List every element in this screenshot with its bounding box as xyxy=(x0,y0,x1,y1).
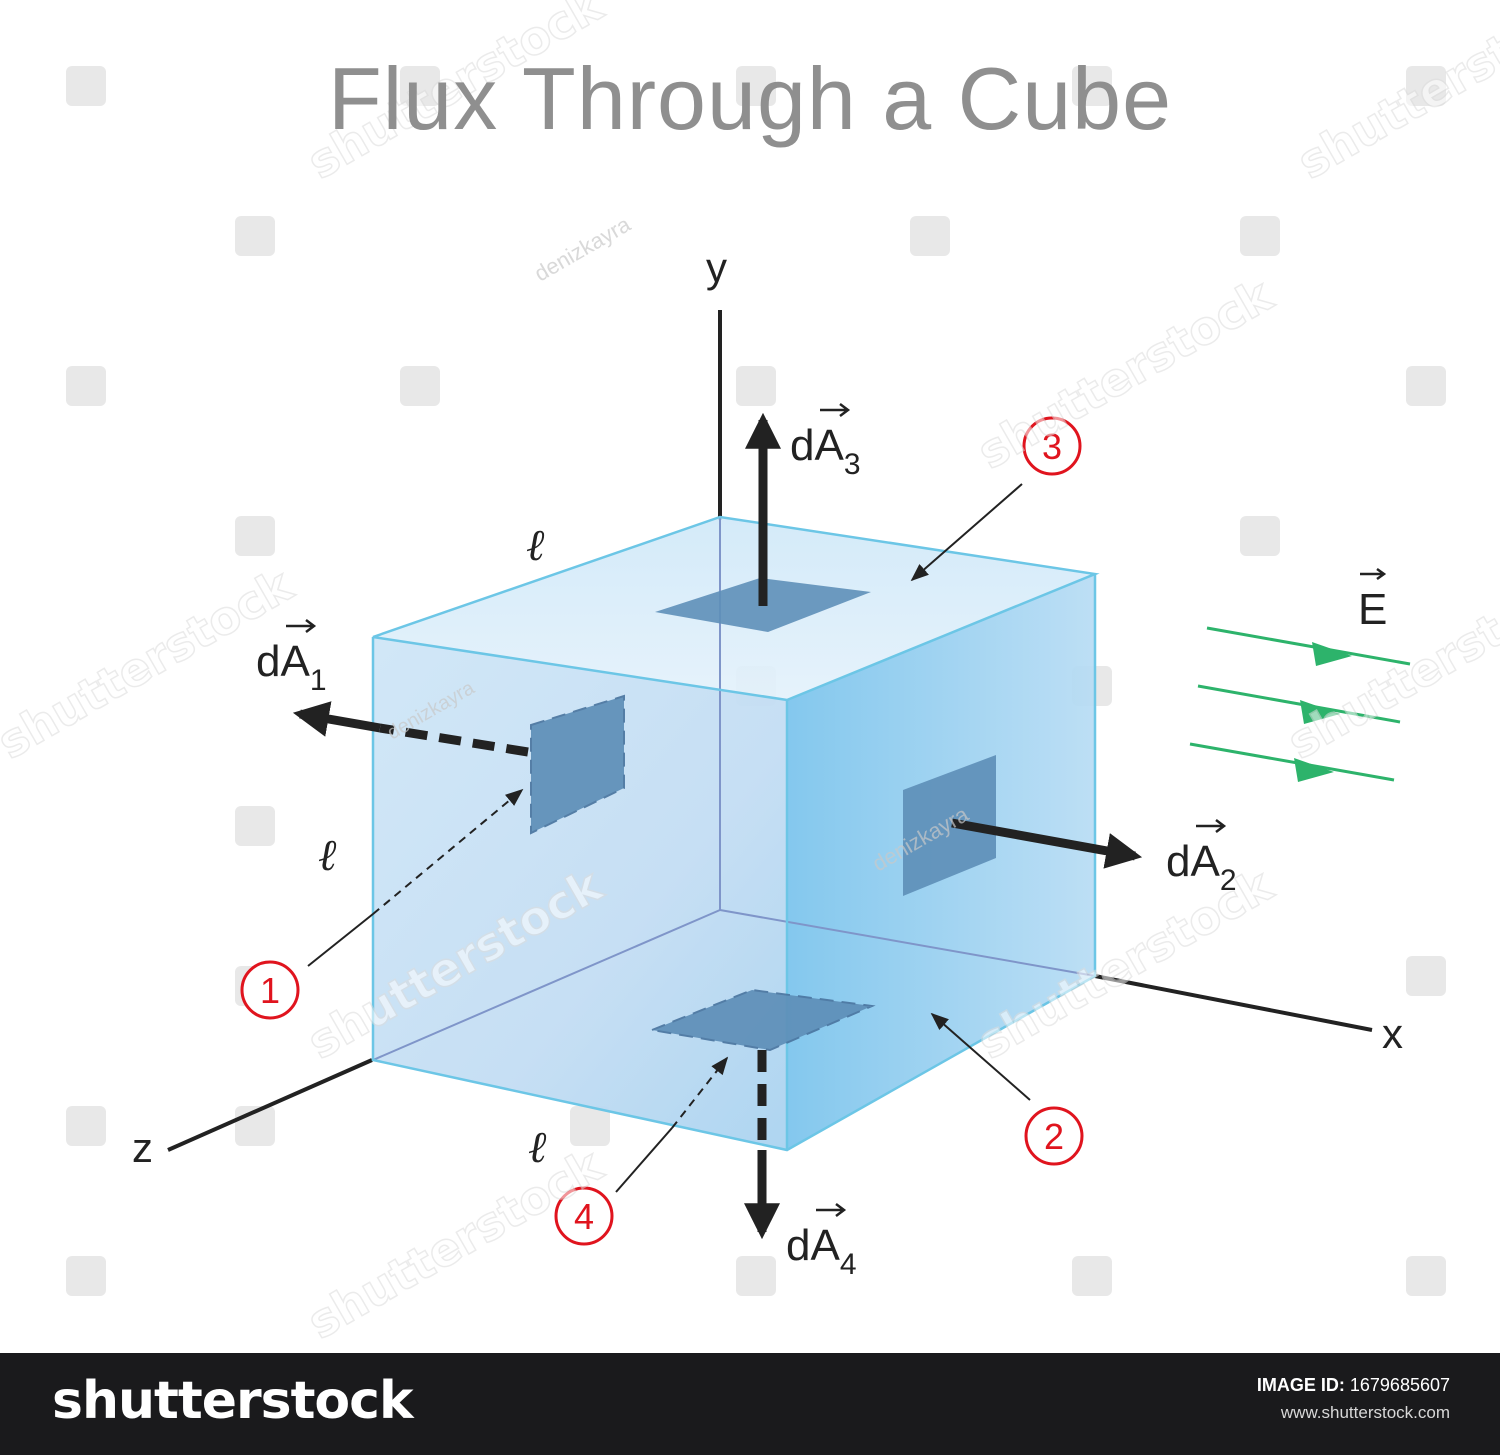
cube-hidden-edge xyxy=(372,909,721,1061)
face-marker-1: 1 xyxy=(240,960,300,1020)
da-letter: A xyxy=(810,1221,840,1270)
z-axis xyxy=(167,1058,373,1152)
area-patch-1 xyxy=(530,694,625,835)
footer-bar: shutterstock IMAGE ID: 1679685607 www.sh… xyxy=(0,1353,1500,1455)
face-marker-4-label: 4 xyxy=(574,1196,594,1237)
x-axis xyxy=(1094,974,1373,1032)
da-prefix: d xyxy=(786,1221,810,1270)
y-axis-label: y xyxy=(706,244,727,291)
watermark-tile xyxy=(1406,1256,1446,1296)
footer-url: www.shutterstock.com xyxy=(1280,1403,1450,1422)
face-1-leader xyxy=(307,913,374,967)
watermark-tile xyxy=(235,216,275,256)
watermark-tile xyxy=(1240,516,1280,556)
da-letter: A xyxy=(1190,837,1220,886)
face-1-leader-dashed xyxy=(372,788,524,915)
vector-arrow-icon xyxy=(820,403,851,417)
watermark-tile xyxy=(66,366,106,406)
footer-brand-logo: shutterstock xyxy=(52,1371,414,1431)
da-label-1: dA1 xyxy=(256,619,327,697)
watermark-tile xyxy=(570,1106,610,1146)
watermark-tile xyxy=(1072,1256,1112,1296)
area-patch-2 xyxy=(903,755,996,896)
da-label-3: dA3 xyxy=(790,403,861,481)
da-prefix: d xyxy=(256,637,280,686)
field-arrowhead xyxy=(1312,642,1352,666)
svg-text:dA2: dA2 xyxy=(1166,837,1237,897)
face-marker-2: 2 xyxy=(1024,1106,1084,1166)
flux-cube-diagram: y x z ℓ ℓ ℓ E dA3 dA1 dA2 dA4 3 1 2 4 de… xyxy=(0,0,1500,1350)
watermark-tile xyxy=(66,1256,106,1296)
face-3-leader xyxy=(910,483,1023,582)
watermark-tile xyxy=(66,66,106,106)
face-4-leader-dashed xyxy=(671,1056,729,1129)
da-subscript: 4 xyxy=(840,1248,857,1281)
face-marker-1-label: 1 xyxy=(260,970,280,1011)
area-patch-4 xyxy=(648,988,876,1052)
face-marker-4: 4 xyxy=(554,1186,614,1246)
face-marker-3: 3 xyxy=(1022,416,1082,476)
page-title: Flux Through a Cube xyxy=(327,49,1173,148)
face-marker-2-label: 2 xyxy=(1044,1116,1064,1157)
watermark-tile xyxy=(1406,366,1446,406)
da-prefix: d xyxy=(1166,837,1190,886)
edge-length-label-side: ℓ xyxy=(318,830,337,881)
face-4-leader xyxy=(615,1127,673,1193)
face-marker-3-label: 3 xyxy=(1042,426,1062,467)
field-line xyxy=(1197,684,1401,724)
brand-watermark: shutterstock xyxy=(299,1137,613,1349)
image-id-value: 1679685607 xyxy=(1349,1375,1450,1395)
watermark-tile xyxy=(736,1256,776,1296)
watermark-tile xyxy=(1406,66,1446,106)
area-vector-1-arrow xyxy=(292,701,381,737)
watermark-tile xyxy=(400,66,440,106)
footer-image-id: IMAGE ID: 1679685607 xyxy=(1257,1375,1450,1396)
da-letter: A xyxy=(814,421,844,470)
field-vector-arrow-icon xyxy=(1360,567,1387,581)
field-line xyxy=(1189,742,1395,782)
brand-watermark: shutterstock xyxy=(969,267,1283,479)
face-2-leader xyxy=(930,1012,1031,1101)
da-subscript: 3 xyxy=(844,448,861,481)
area-vector-2-arrow xyxy=(951,818,1143,869)
watermark-tile xyxy=(235,516,275,556)
watermark-tile xyxy=(736,366,776,406)
da-label-2: dA2 xyxy=(1166,819,1237,897)
image-id-label: IMAGE ID: xyxy=(1256,1375,1345,1395)
watermark-tile xyxy=(235,806,275,846)
cube-hidden-edge xyxy=(719,909,1096,977)
watermark-tile xyxy=(910,216,950,256)
da-subscript: 1 xyxy=(310,664,327,697)
watermark-tile xyxy=(66,1106,106,1146)
watermark-tile xyxy=(1406,956,1446,996)
svg-text:dA3: dA3 xyxy=(790,421,861,481)
watermark-tile xyxy=(1072,66,1112,106)
watermark-tile xyxy=(400,366,440,406)
field-label: E xyxy=(1358,585,1387,634)
brand-watermark: shutterstock xyxy=(1279,557,1500,769)
edge-length-label-bottom: ℓ xyxy=(528,1122,547,1173)
da-subscript: 2 xyxy=(1220,864,1237,897)
vector-arrow-icon xyxy=(1196,819,1227,833)
field-line xyxy=(1206,626,1411,666)
x-axis-label: x xyxy=(1382,1010,1403,1057)
area-vector-1-dashed xyxy=(379,723,529,757)
z-axis-label: z xyxy=(132,1124,153,1171)
vector-arrow-icon xyxy=(286,619,317,633)
edge-length-label-top: ℓ xyxy=(526,520,545,571)
watermark-tile xyxy=(1240,216,1280,256)
da-letter: A xyxy=(280,637,310,686)
field-arrowhead xyxy=(1300,700,1340,724)
svg-text:dA1: dA1 xyxy=(256,637,327,697)
field-arrowhead xyxy=(1294,758,1334,782)
watermark-tile xyxy=(736,66,776,106)
da-prefix: d xyxy=(790,421,814,470)
svg-text:dA4: dA4 xyxy=(786,1221,857,1281)
contributor-watermark: denizkayra xyxy=(530,211,635,286)
vector-arrow-icon xyxy=(816,1203,847,1217)
da-label-4: dA4 xyxy=(786,1203,857,1281)
